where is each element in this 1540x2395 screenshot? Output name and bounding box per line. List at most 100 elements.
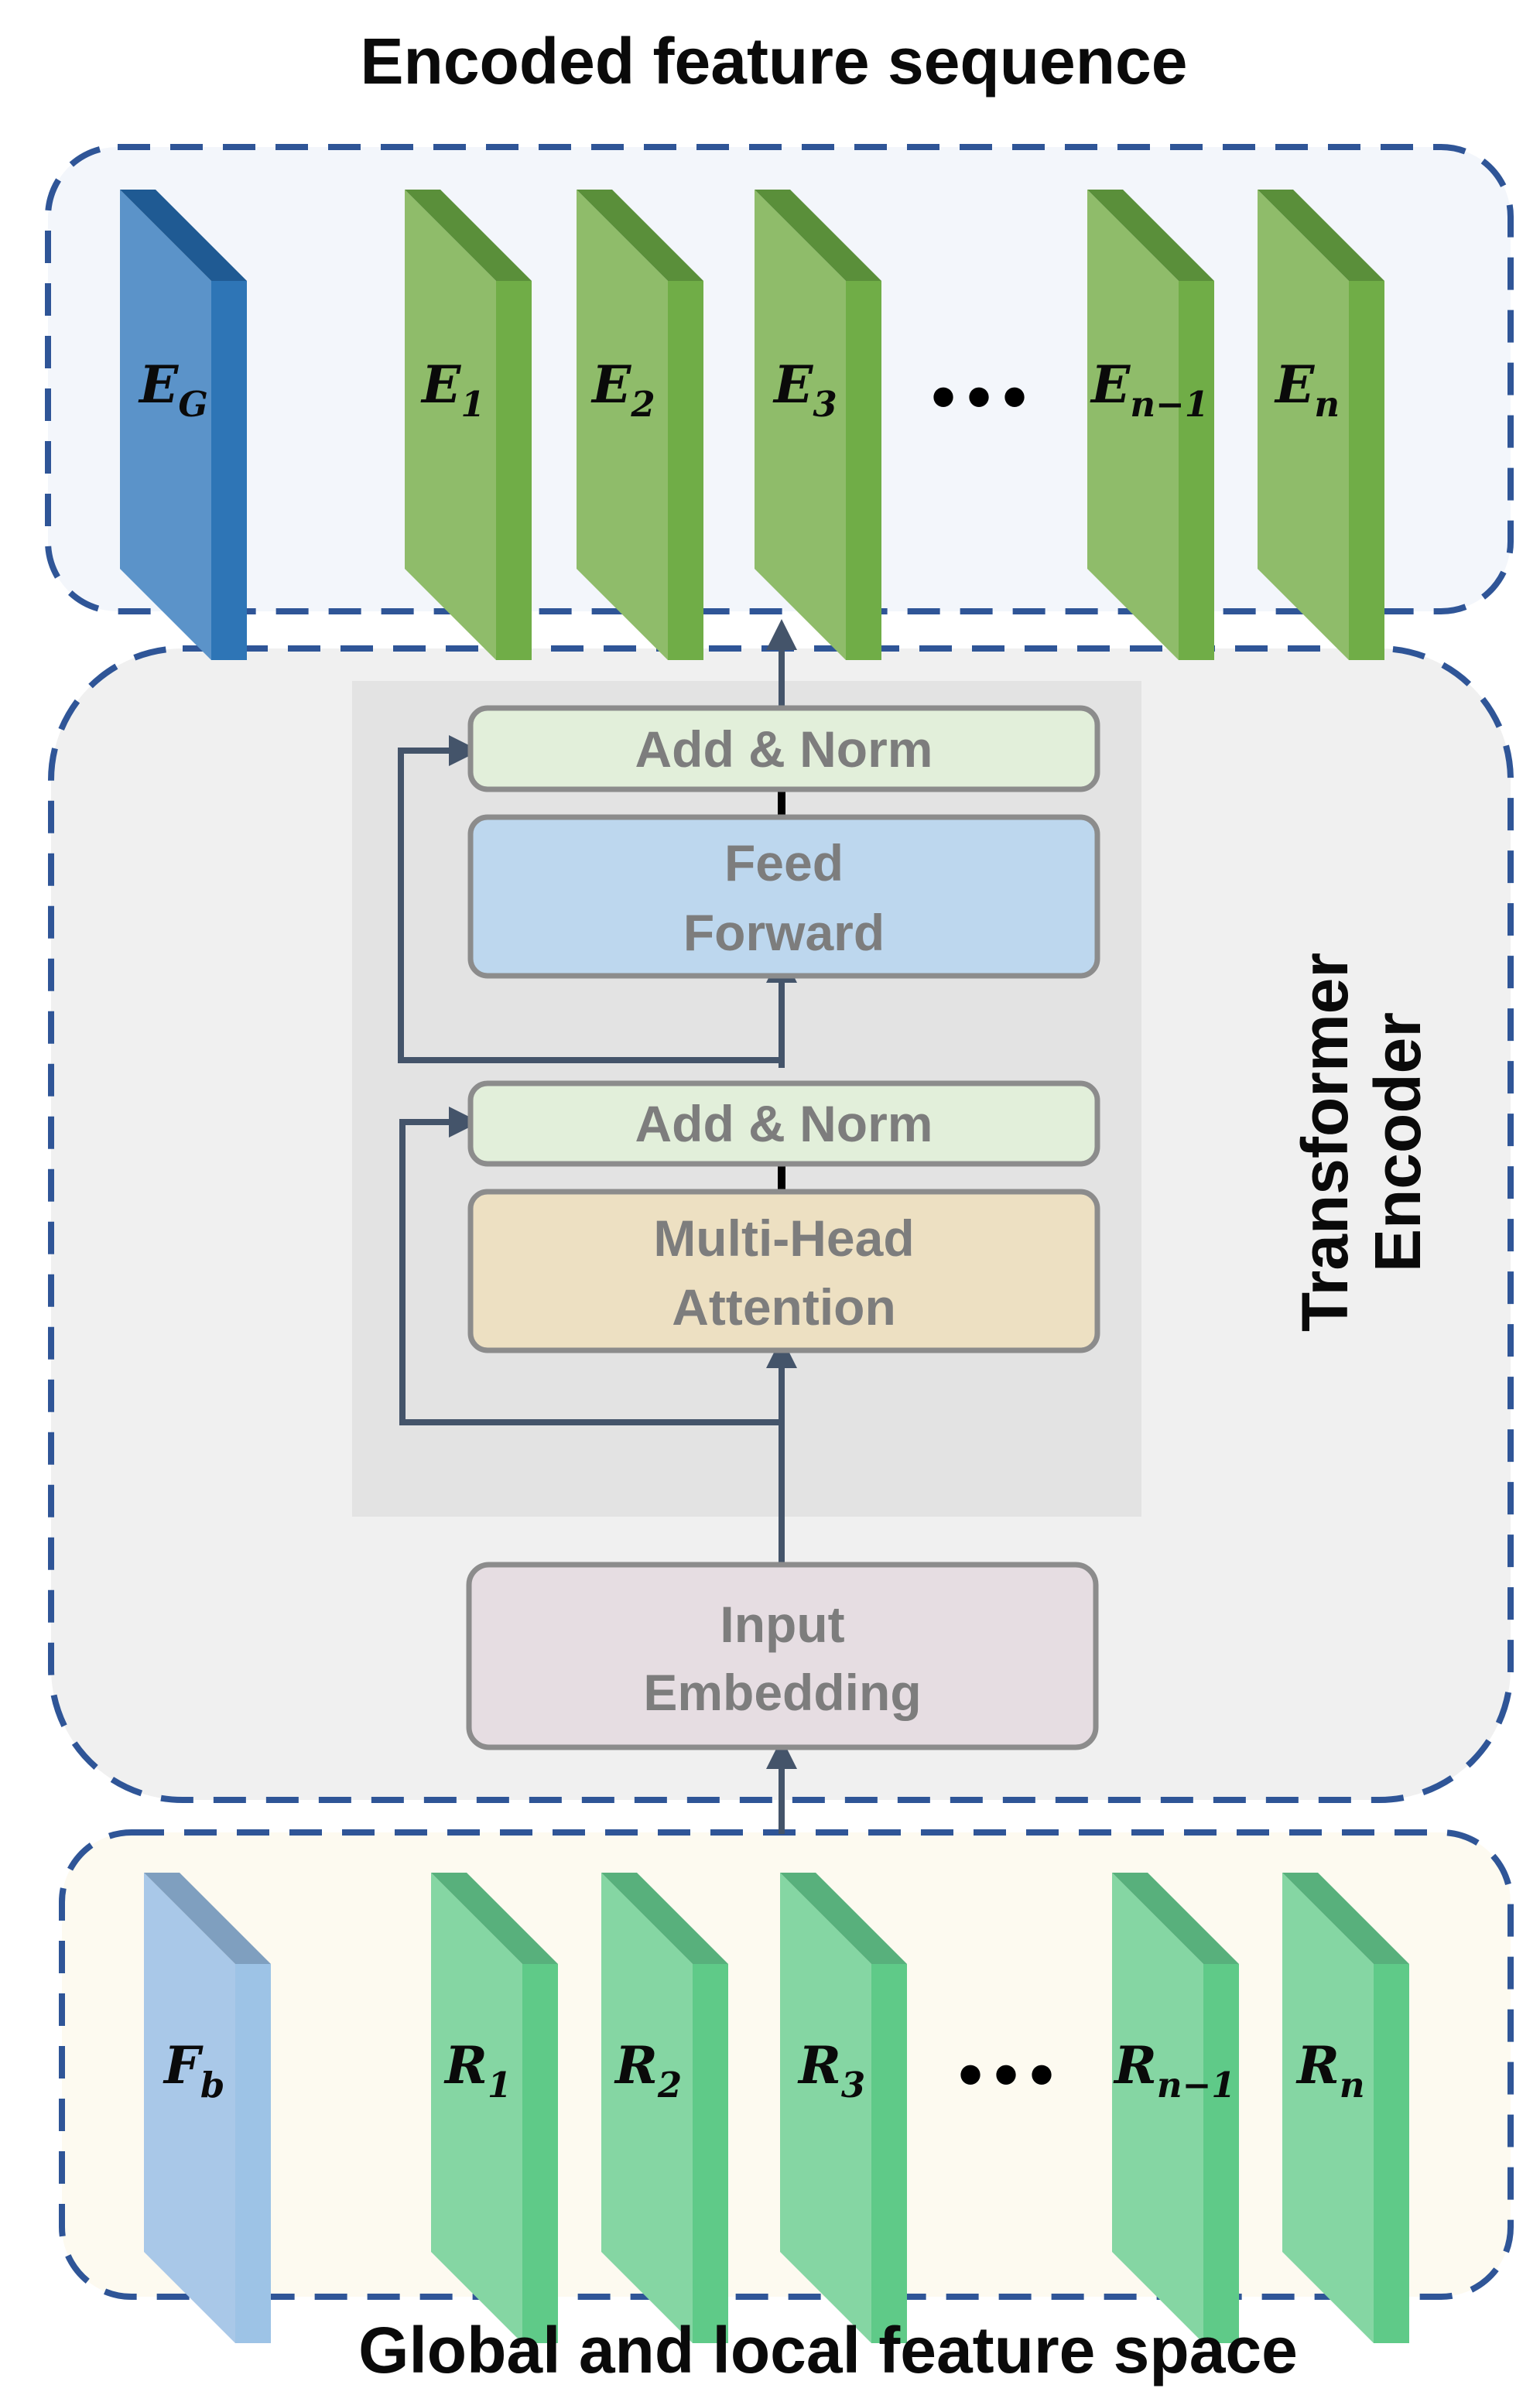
encoded-block-global-front-face xyxy=(120,190,211,660)
encoded-block-global: EG xyxy=(120,190,247,660)
feature-block-n-top-face xyxy=(1282,1873,1409,1964)
encoded-block-global-label-base: E xyxy=(138,354,180,415)
feature-block-1-top-face xyxy=(431,1873,558,1964)
feature-block-n-minus-1-label: Rn−1 xyxy=(1113,2035,1236,2106)
feature-block-n-front-face xyxy=(1282,1873,1374,2343)
encoded-block-1-label-base: E xyxy=(420,354,462,415)
feature-block-n-minus-1-side-face xyxy=(1203,1964,1239,2343)
encoded-block-2-label-sub: 2 xyxy=(630,384,655,425)
feature-block-3-top-face xyxy=(780,1873,907,1964)
encoded-block-global-label-sub: G xyxy=(178,384,207,425)
encoded-block-n-side-face xyxy=(1349,281,1384,660)
encoded-block-n: En xyxy=(1258,190,1384,660)
feature-block-2-front-face xyxy=(601,1873,693,2343)
feature-block-3-label-base: R xyxy=(797,2035,841,2096)
encoded-block-global-side-face xyxy=(211,281,247,660)
feature-block-2-label: R2 xyxy=(614,2035,682,2106)
residual-arrow-feedforward xyxy=(398,735,782,1063)
encoded-block-3-label: E3 xyxy=(772,354,837,425)
side-label-line1: Transformer xyxy=(1288,953,1361,1332)
feature-block-3-side-face xyxy=(871,1964,907,2343)
feed-forward-label-line2: Forward xyxy=(683,904,885,961)
attention-label-line2: Attention xyxy=(672,1278,896,1336)
feature-block-2-label-sub: 2 xyxy=(657,2065,682,2106)
feature-block-global-top-face xyxy=(144,1873,271,1964)
encoded-block-global-top-face xyxy=(120,190,247,281)
encoded-sequence-ellipsis: ••• xyxy=(926,366,1032,431)
feed-forward-label-line1: Feed xyxy=(724,834,844,891)
encoded-block-n-minus-1-label-sub: n−1 xyxy=(1130,384,1209,425)
encoded-block-n-label: En xyxy=(1274,354,1340,425)
feature-block-n-minus-1: Rn−1 xyxy=(1112,1873,1239,2343)
encoded-block-2-label: E2 xyxy=(590,354,655,425)
feature-block-n-minus-1-front-face xyxy=(1112,1873,1203,2343)
add-norm-top-label: Add & Norm xyxy=(635,720,933,778)
feature-block-global-label-base: F xyxy=(163,2035,204,2096)
feature-block-3-label: R3 xyxy=(797,2035,865,2106)
add-norm-top-box xyxy=(467,705,1100,792)
feature-block-2-side-face xyxy=(693,1964,728,2343)
encoded-block-global-label: EG xyxy=(138,354,208,425)
encoded-block-1-front-face xyxy=(405,190,496,660)
encoded-block-2-front-face xyxy=(577,190,668,660)
feature-space-ellipsis: ••• xyxy=(953,2044,1059,2109)
encoded-block-n-minus-1-label-base: E xyxy=(1090,354,1131,415)
connector-lines xyxy=(398,619,797,1834)
add-norm-bottom-box xyxy=(467,1080,1100,1167)
encoded-block-n-minus-1-top-face xyxy=(1087,190,1214,281)
encoded-block-3-side-face xyxy=(846,281,881,660)
encoded-block-3-label-sub: 3 xyxy=(813,384,837,425)
encoded-block-1-side-face xyxy=(496,281,532,660)
feed-forward-box xyxy=(467,814,1100,979)
encoded-block-1-label-sub: 1 xyxy=(460,384,484,425)
feature-block-n-minus-1-top-face xyxy=(1112,1873,1239,1964)
input-embedding-label-line1: Input xyxy=(720,1596,844,1653)
encoded-block-n-top-face xyxy=(1258,190,1384,281)
encoded-block-2-top-face xyxy=(577,190,703,281)
feature-block-n-side-face xyxy=(1374,1964,1409,2343)
encoded-block-n-minus-1-side-face xyxy=(1179,281,1214,660)
encoded-block-n-minus-1-front-face xyxy=(1087,190,1179,660)
encoded-block-n-label-base: E xyxy=(1274,354,1316,415)
input-embedding-box xyxy=(466,1562,1099,1750)
feature-block-1-label-base: R xyxy=(443,2035,488,2096)
encoded-block-n-minus-1-label: En−1 xyxy=(1090,354,1209,425)
encoded-block-3: E3 xyxy=(755,190,881,660)
feature-block-1-side-face xyxy=(522,1964,558,2343)
title-global-local-feature-space: Global and local feature space xyxy=(358,2314,1298,2386)
encoded-block-3-front-face xyxy=(755,190,846,660)
feature-block-n-label-sub: n xyxy=(1340,2065,1365,2106)
encoded-block-3-label-base: E xyxy=(772,354,814,415)
feature-block-2-top-face xyxy=(601,1873,728,1964)
feature-block-global: Fb xyxy=(144,1873,271,2343)
feature-block-3-label-sub: 3 xyxy=(841,2065,865,2106)
encoded-block-n-minus-1: En−1 xyxy=(1087,190,1214,660)
feature-block-3: R3 xyxy=(780,1873,907,2343)
feature-block-2: R2 xyxy=(601,1873,728,2343)
input-embedding-label-line2: Embedding xyxy=(643,1664,921,1721)
attention-label-line1: Multi-Head xyxy=(653,1209,914,1267)
feature-block-2-label-base: R xyxy=(614,2035,658,2096)
feature-block-1-label-sub: 1 xyxy=(488,2065,512,2106)
feature-block-global-side-face xyxy=(235,1964,271,2343)
feature-block-global-label-sub: b xyxy=(200,2065,224,2106)
residual-arrow-attention xyxy=(399,1107,782,1425)
transformer-encoder-label: Transformer Encoder xyxy=(1288,953,1434,1332)
feature-block-n-label: Rn xyxy=(1295,2035,1365,2106)
feature-block-3-front-face xyxy=(780,1873,871,2343)
feature-block-n-minus-1-label-base: R xyxy=(1113,2035,1157,2096)
feature-block-1-label: R1 xyxy=(443,2035,512,2106)
feature-block-n: Rn xyxy=(1282,1873,1409,2343)
feature-block-1: R1 xyxy=(431,1873,558,2343)
encoded-block-2-label-base: E xyxy=(590,354,632,415)
feature-block-1-front-face xyxy=(431,1873,522,2343)
encoded-block-1: E1 xyxy=(405,190,532,660)
feature-block-global-label: Fb xyxy=(163,2035,224,2106)
multi-head-attention-box xyxy=(467,1189,1100,1353)
title-encoded-feature-sequence: Encoded feature sequence xyxy=(361,25,1188,98)
encoded-block-2: E2 xyxy=(577,190,703,660)
feature-block-n-label-base: R xyxy=(1295,2035,1340,2096)
